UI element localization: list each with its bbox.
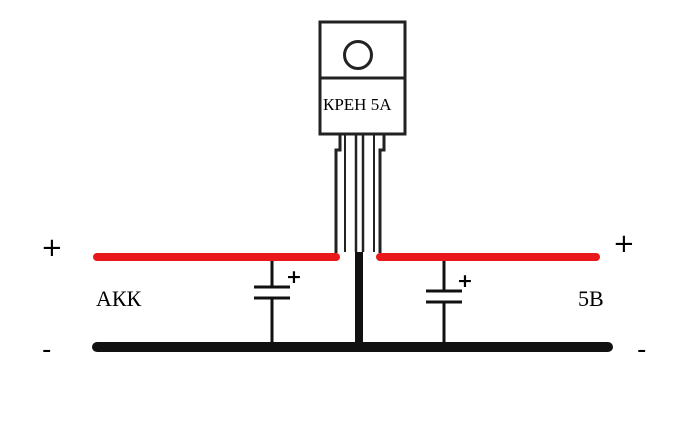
output-name-label: 5В [578, 286, 604, 311]
pin-output-outer [378, 134, 386, 253]
voltage-regulator: КРЕН 5А [318, 20, 407, 136]
input-capacitor-plus: + [286, 266, 302, 288]
output-minus-label: - [637, 335, 646, 365]
mounting-hole-icon [343, 40, 373, 70]
regulator-pins [334, 134, 386, 253]
pin-ground [354, 134, 365, 252]
regulator-tab [318, 20, 407, 80]
input-capacitor: + [254, 261, 302, 342]
pin-input [334, 134, 342, 253]
output-plus-label: + [613, 229, 635, 259]
output-capacitor: + [426, 261, 473, 342]
input-minus-label: - [42, 335, 51, 365]
input-name-label: АКК [96, 286, 142, 311]
output-capacitor-plus: + [457, 270, 473, 292]
input-plus-label: + [41, 233, 63, 263]
regulator-label: КРЕН 5А [323, 95, 392, 114]
